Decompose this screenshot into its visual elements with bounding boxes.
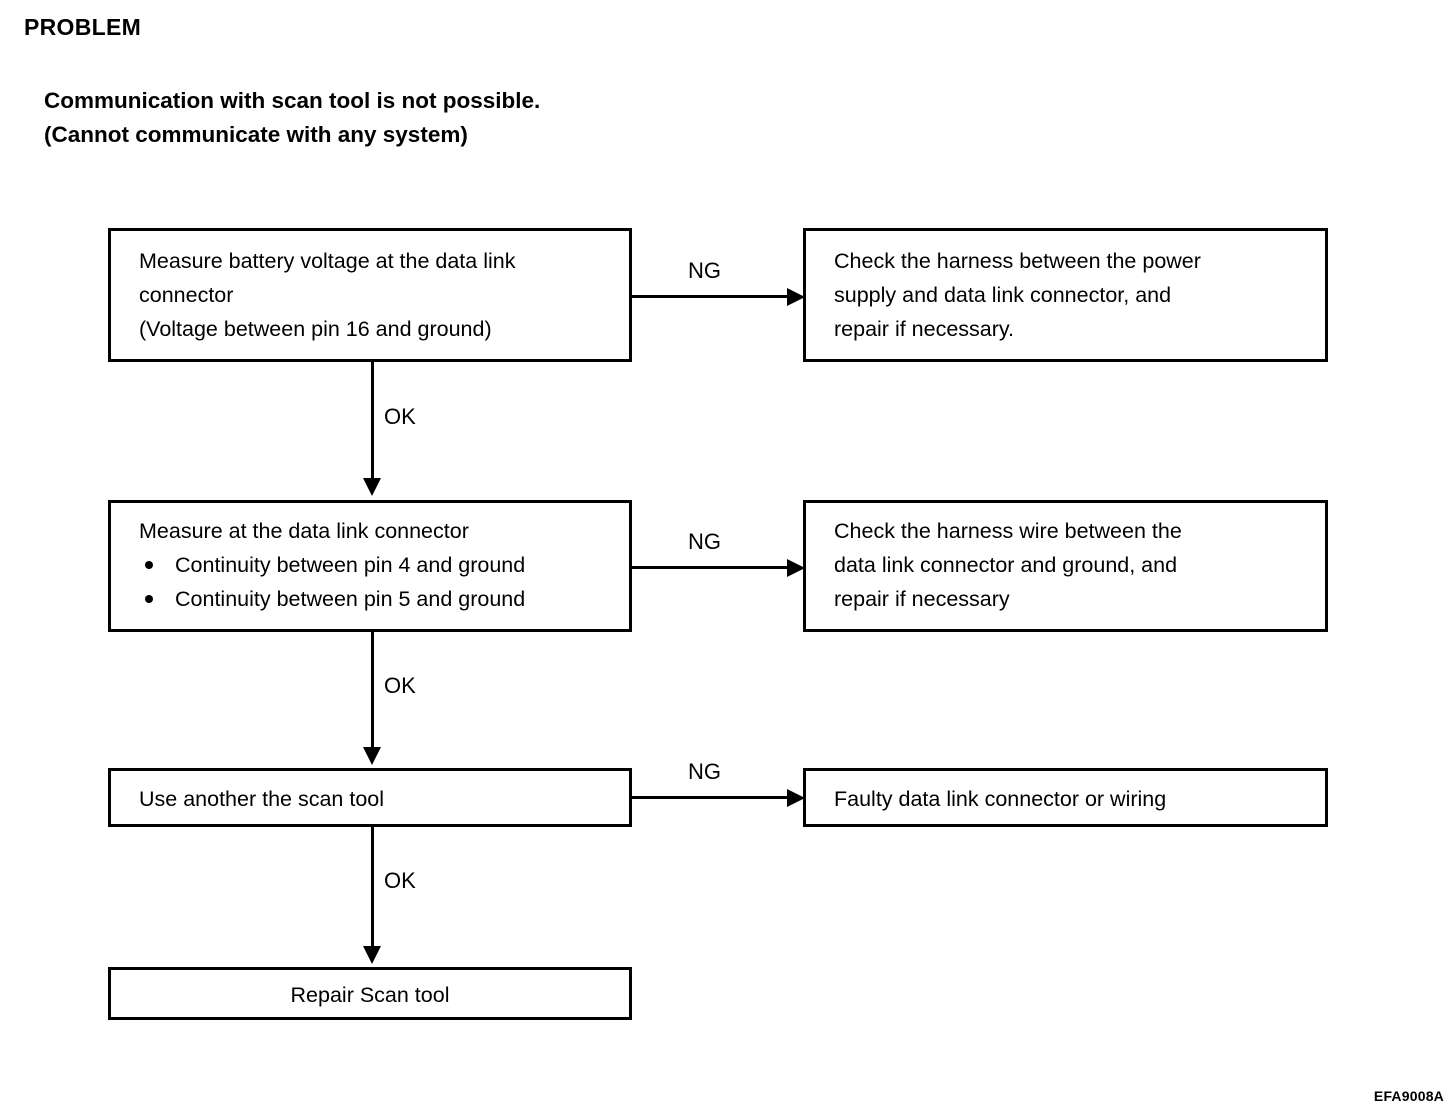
- flow-box-check-ground-harness[interactable]: Check the harness wire between the data …: [803, 500, 1328, 632]
- connector-line-ok-3: [371, 827, 374, 950]
- flow-box-measure-battery-voltage[interactable]: Measure battery voltage at the data link…: [108, 228, 632, 362]
- list-item: Continuity between pin 4 and ground: [139, 548, 619, 582]
- flow-box-text: Repair Scan tool: [111, 970, 629, 1012]
- connector-line-ok-1: [371, 362, 374, 482]
- check-ground-harness-line-1: Check the harness wire between the: [834, 519, 1182, 543]
- flow-box-text: Check the harness between the power supp…: [806, 231, 1325, 346]
- arrow-right-icon-ng-2: [787, 558, 805, 577]
- problem-heading: PROBLEM: [24, 14, 142, 40]
- figure-code: EFA9008A: [1373, 1088, 1444, 1104]
- connector-line-ng-2: [632, 566, 790, 569]
- another-scan-tool-line-1: Use another the scan tool: [139, 787, 385, 811]
- measure-battery-line-1: Measure battery voltage at the data link: [139, 249, 516, 273]
- edge-label-ng-3: NG: [688, 759, 721, 784]
- arrow-down-icon-ok-2: [363, 747, 381, 765]
- flow-box-text: Use another the scan tool: [111, 771, 629, 816]
- edge-label-ok-3: OK: [384, 868, 416, 893]
- faulty-dlc-line-1: Faulty data link connector or wiring: [834, 787, 1167, 811]
- arrow-down-icon-ok-1: [363, 478, 381, 496]
- check-power-harness-line-3: repair if necessary.: [834, 317, 1015, 341]
- flow-box-text: Measure at the data link connector Conti…: [111, 503, 629, 616]
- edge-label-ok-2: OK: [384, 673, 416, 698]
- flow-box-measure-data-link-connector[interactable]: Measure at the data link connector Conti…: [108, 500, 632, 632]
- flow-box-repair-scan-tool[interactable]: Repair Scan tool: [108, 967, 632, 1020]
- flow-box-use-another-scan-tool[interactable]: Use another the scan tool: [108, 768, 632, 827]
- problem-statement-line-1: Communication with scan tool is not poss…: [44, 88, 541, 113]
- measure-dlc-title: Measure at the data link connector: [139, 519, 469, 543]
- list-item: Continuity between pin 5 and ground: [139, 582, 619, 616]
- problem-statement: Communication with scan tool is not poss…: [44, 84, 540, 152]
- flow-box-text: Faulty data link connector or wiring: [806, 771, 1325, 816]
- flow-box-faulty-data-link-connector[interactable]: Faulty data link connector or wiring: [803, 768, 1328, 827]
- check-power-harness-line-1: Check the harness between the power: [834, 249, 1201, 273]
- measure-battery-line-2: connector: [139, 283, 234, 307]
- problem-statement-line-2: (Cannot communicate with any system): [44, 122, 468, 147]
- arrow-right-icon-ng-1: [787, 287, 805, 306]
- bullet-dot-icon: [145, 595, 153, 603]
- arrow-right-icon-ng-3: [787, 788, 805, 807]
- check-ground-harness-line-2: data link connector and ground, and: [834, 553, 1178, 577]
- connector-line-ok-2: [371, 632, 374, 751]
- connector-line-ng-1: [632, 295, 790, 298]
- check-ground-harness-line-3: repair if necessary: [834, 587, 1010, 611]
- measure-dlc-bullet-2: Continuity between pin 5 and ground: [175, 587, 526, 611]
- measure-dlc-bullet-1: Continuity between pin 4 and ground: [175, 553, 526, 577]
- edge-label-ok-1: OK: [384, 404, 416, 429]
- flow-box-text: Check the harness wire between the data …: [806, 503, 1325, 616]
- flow-box-text: Measure battery voltage at the data link…: [111, 231, 629, 346]
- measure-battery-line-3: (Voltage between pin 16 and ground): [139, 317, 492, 341]
- arrow-down-icon-ok-3: [363, 946, 381, 964]
- check-power-harness-line-2: supply and data link connector, and: [834, 283, 1172, 307]
- measure-dlc-bullet-list: Continuity between pin 4 and ground Cont…: [139, 548, 619, 616]
- edge-label-ng-2: NG: [688, 529, 721, 554]
- flow-box-check-power-harness[interactable]: Check the harness between the power supp…: [803, 228, 1328, 362]
- connector-line-ng-3: [632, 796, 790, 799]
- bullet-dot-icon: [145, 561, 153, 569]
- repair-scan-tool-line-1: Repair Scan tool: [290, 983, 450, 1007]
- edge-label-ng-1: NG: [688, 258, 721, 283]
